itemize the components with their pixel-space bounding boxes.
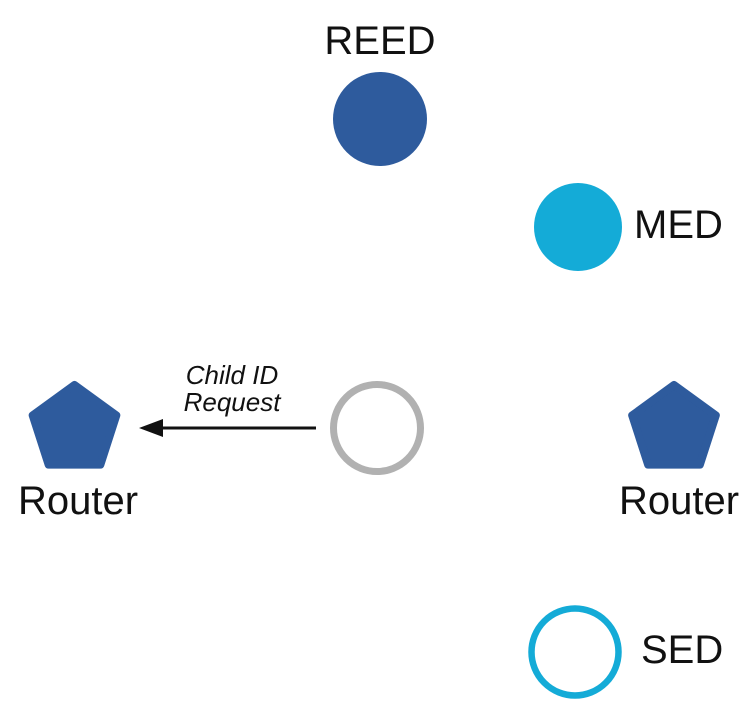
reed-label: REED [324,19,436,63]
router-right-pentagon [628,381,720,469]
arrow-head [139,419,163,437]
sed-label: SED [641,628,724,672]
joining-device-circle [330,381,424,475]
router-right-label: Router [618,479,740,523]
router-left-label: Router [17,479,139,523]
med-node-circle [534,183,622,271]
sed-node-circle [528,605,622,699]
child-id-request-arrow [139,419,316,437]
router-left-pentagon [28,381,121,469]
med-label: MED [634,203,723,247]
child-id-request-line2: Request [183,387,281,417]
child-id-request-line1: Child ID [185,360,279,390]
child-id-request-label: Child ID Request [152,362,312,416]
reed-node-circle [333,72,427,166]
